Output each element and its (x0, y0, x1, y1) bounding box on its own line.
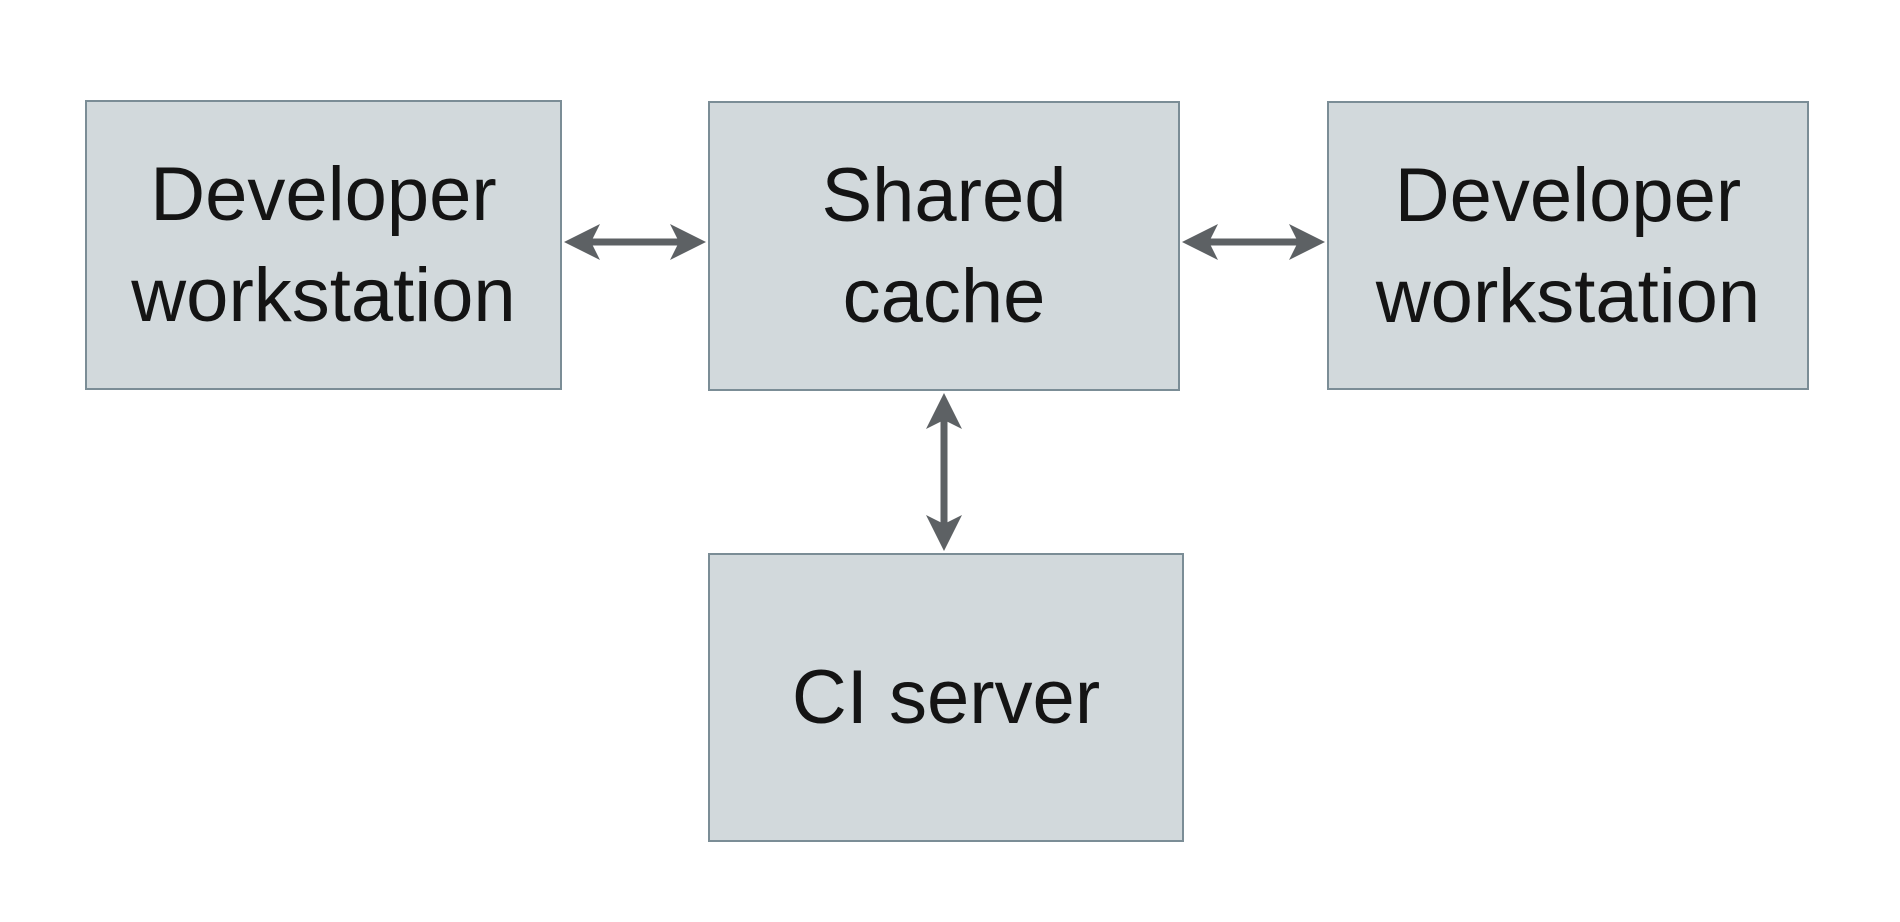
node-developer-workstation-right: Developer workstation (1327, 101, 1809, 390)
node-developer-workstation-left-label: Developer workstation (131, 144, 515, 346)
bidirectional-arrow-left-workstation-cache (564, 224, 706, 260)
node-label-line: Shared (821, 153, 1067, 238)
node-ci-server-label: CI server (792, 647, 1100, 748)
node-label-line: CI server (791, 655, 1101, 740)
arrowhead-right-icon (670, 224, 706, 260)
arrow-shaft (940, 420, 948, 524)
node-label-line: Developer (1394, 152, 1742, 238)
node-label-line: workstation (131, 253, 516, 338)
node-developer-workstation-left: Developer workstation (85, 100, 562, 390)
node-shared-cache: Shared cache (708, 101, 1180, 391)
arrowhead-down-icon (926, 515, 962, 551)
node-ci-server: CI server (708, 553, 1184, 842)
node-label-line: Developer (150, 152, 497, 237)
bidirectional-arrow-cache-ci-server (926, 393, 962, 551)
arrowhead-up-icon (926, 393, 962, 429)
node-developer-workstation-right-label: Developer workstation (1376, 145, 1760, 347)
node-label-line: workstation (1375, 253, 1761, 339)
node-shared-cache-label: Shared cache (821, 145, 1066, 347)
arrowhead-left-icon (564, 224, 600, 260)
arrowhead-left-icon (1182, 224, 1218, 260)
arrow-shaft (1209, 238, 1298, 246)
arrowhead-right-icon (1289, 224, 1325, 260)
bidirectional-arrow-cache-right-workstation (1182, 224, 1325, 260)
arrow-shaft (591, 238, 679, 246)
node-label-line: cache (842, 254, 1046, 339)
